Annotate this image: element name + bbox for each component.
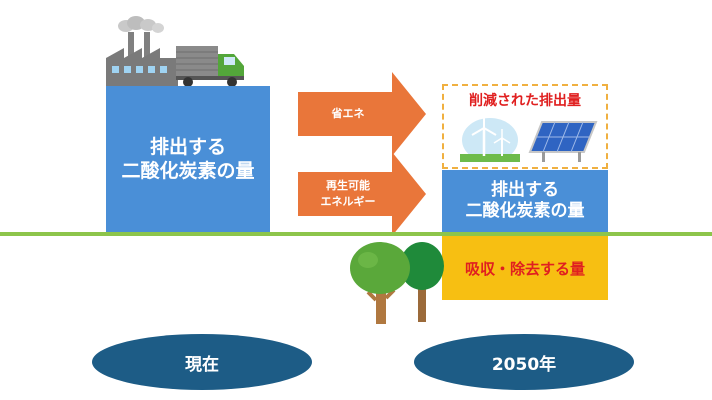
wind-turbine-icon <box>460 114 520 162</box>
current-emissions-line2: 二酸化炭素の量 <box>121 160 255 182</box>
factory-icon <box>106 16 178 86</box>
energy-saving-arrow <box>298 72 426 156</box>
year-2050-ellipse: 2050年 <box>414 334 634 390</box>
future-emissions-box: 排出する 二酸化炭素の量 <box>442 170 608 232</box>
truck-icon <box>176 46 244 87</box>
current-emissions-line1: 排出する <box>149 136 226 158</box>
year-2050-label: 2050年 <box>491 354 557 375</box>
absorption-label: 吸収・除去する量 <box>464 259 585 278</box>
ground-line <box>0 232 712 236</box>
solar-panel-icon <box>528 121 598 162</box>
renewable-label-line2: エネルギー <box>320 195 376 208</box>
absorption-box: 吸収・除去する量 <box>442 236 608 300</box>
reduced-emissions-label: 削減された排出量 <box>469 93 581 109</box>
now-ellipse: 現在 <box>92 334 312 390</box>
renewable-label-line1: 再生可能 <box>326 179 370 192</box>
trees-icon <box>350 242 444 324</box>
energy-saving-label: 省エネ <box>331 107 365 120</box>
future-emissions-line1: 排出する <box>491 180 559 200</box>
current-emissions-box: 排出する 二酸化炭素の量 <box>106 86 270 232</box>
now-label: 現在 <box>185 354 219 375</box>
future-emissions-line2: 二酸化炭素の量 <box>465 201 585 221</box>
renewable-arrow <box>298 152 426 236</box>
renewable-label: 再生可能 エネルギー <box>308 178 388 210</box>
